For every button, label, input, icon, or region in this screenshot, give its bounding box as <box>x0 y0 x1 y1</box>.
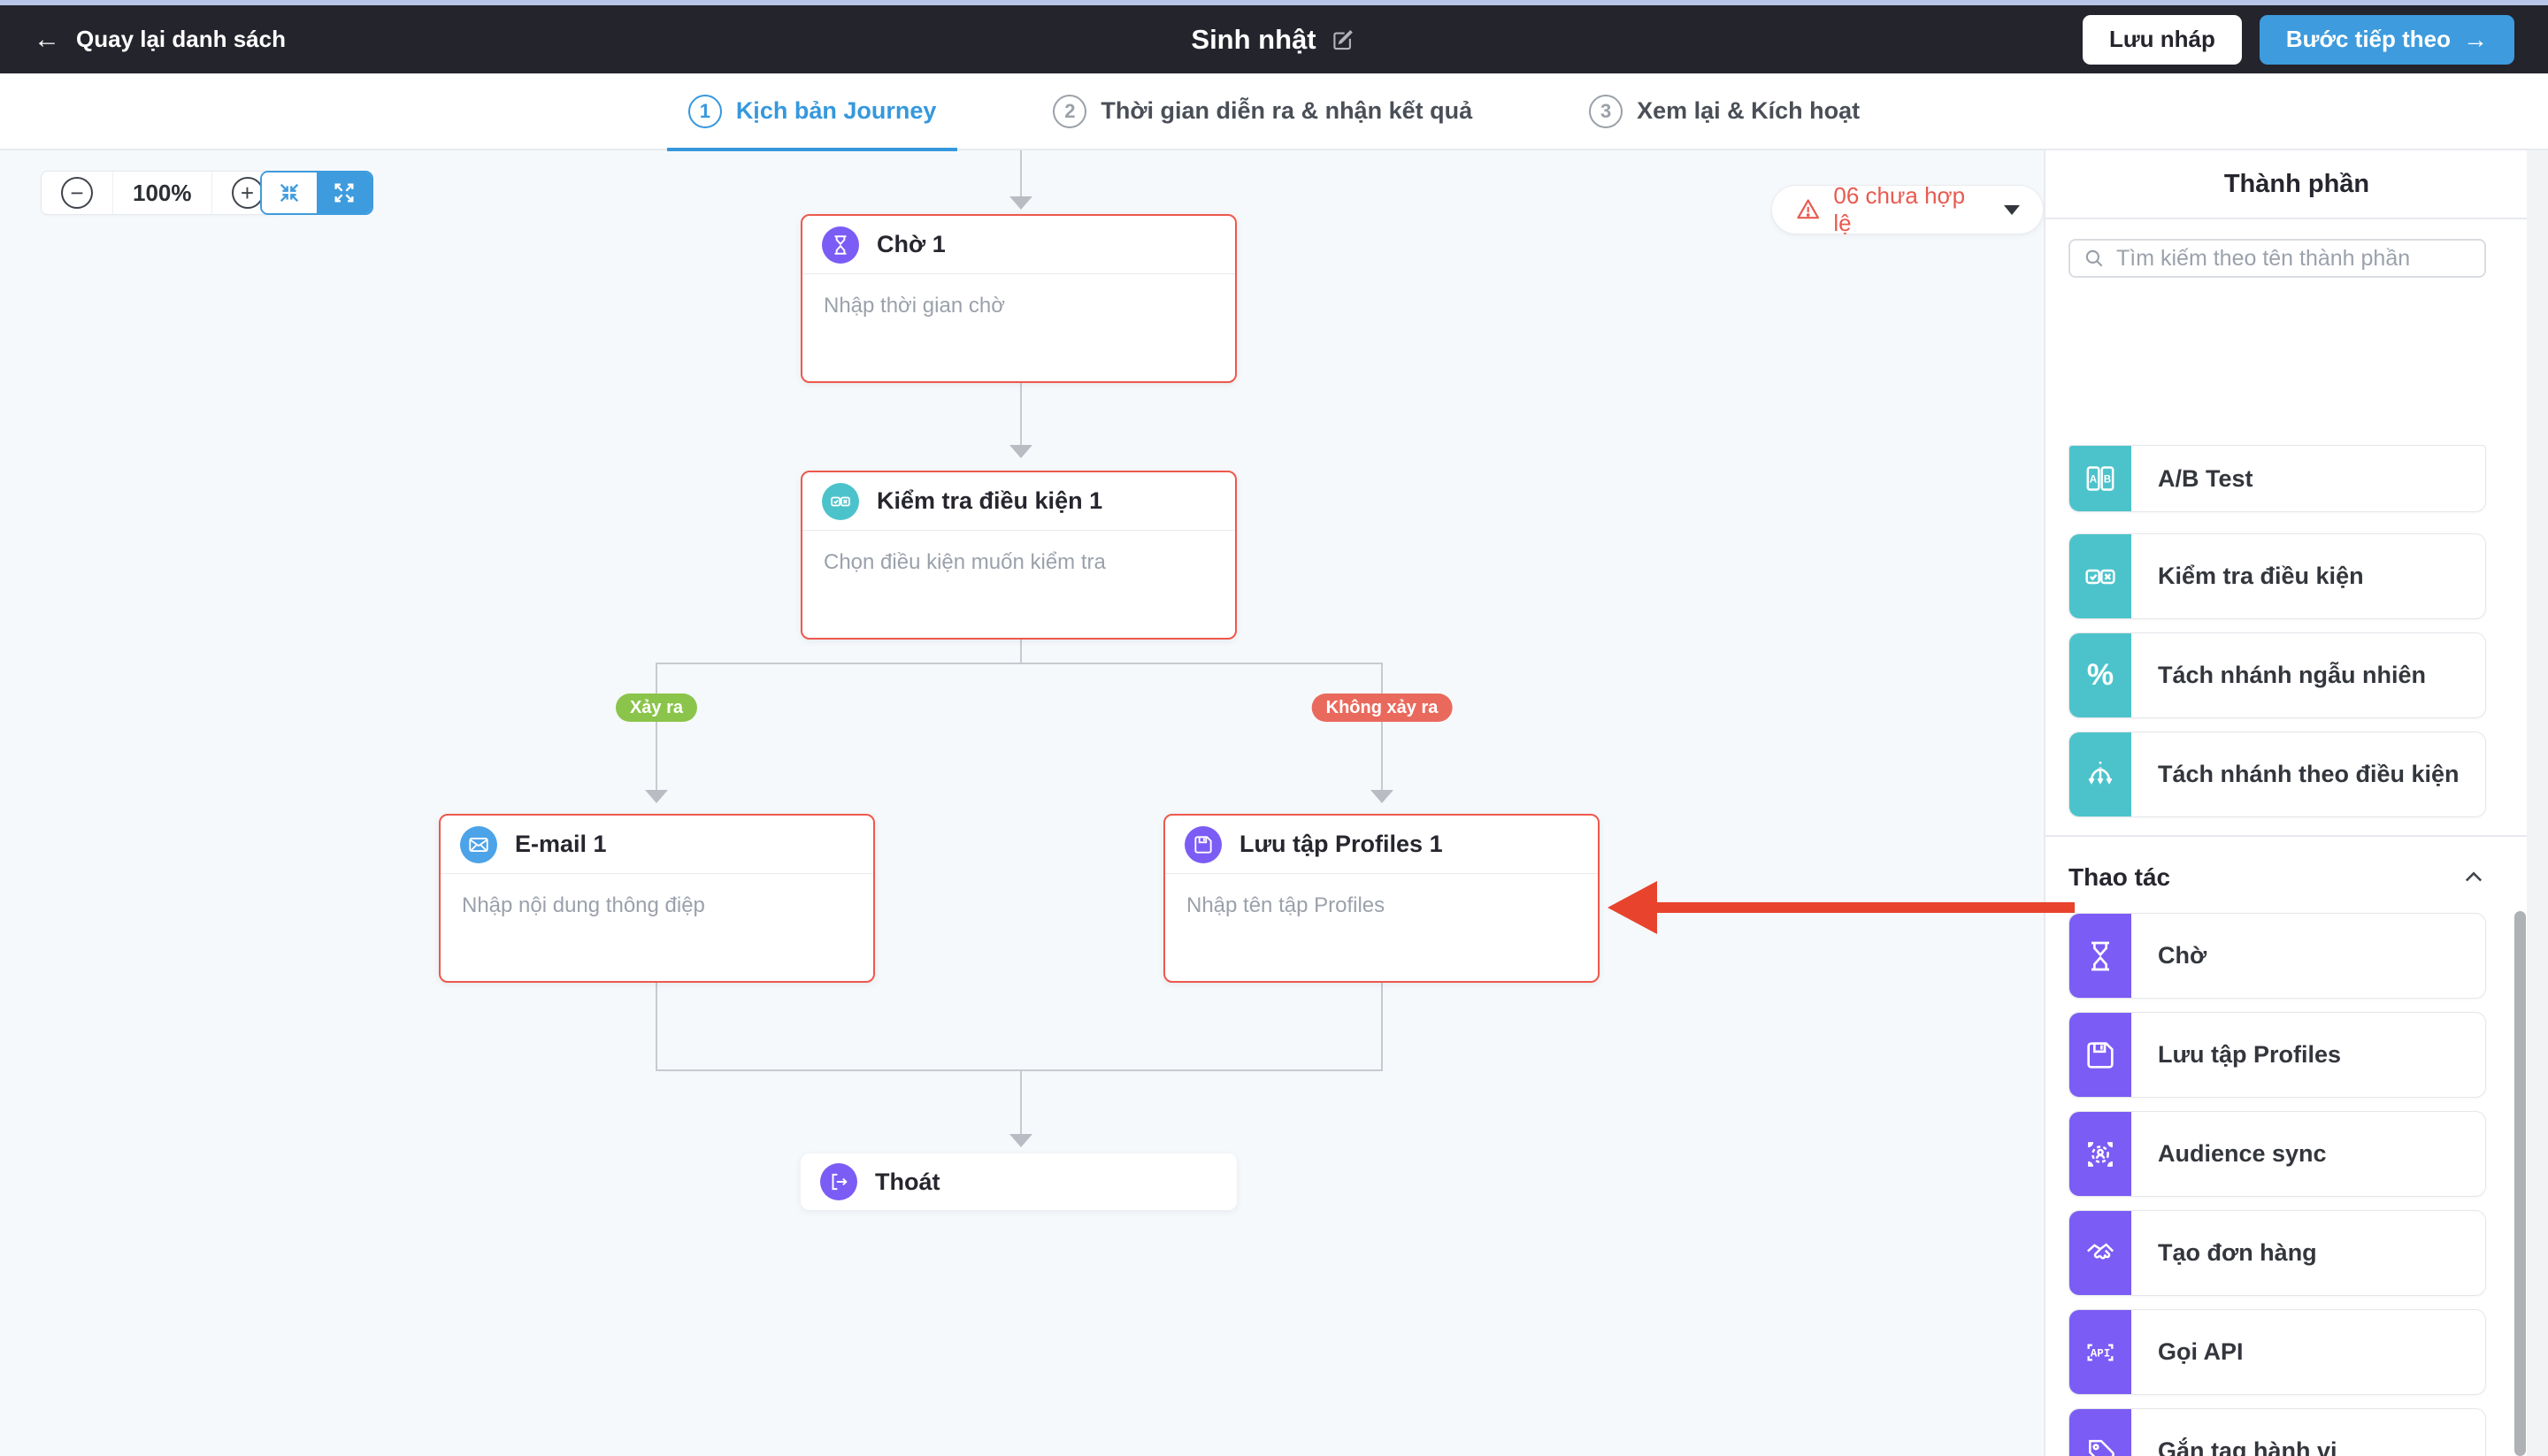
connector <box>1020 640 1022 663</box>
expand-icon <box>334 183 354 203</box>
connector <box>1020 383 1022 445</box>
condition-check-icon <box>2069 534 2131 618</box>
scrollbar-track <box>2527 150 2548 1456</box>
save-draft-button[interactable]: Lưu nháp <box>2082 14 2242 65</box>
component-item-ab-test[interactable]: A B A/B Test <box>2068 445 2486 512</box>
connector-arrow <box>645 790 668 803</box>
audience-sync-icon <box>2069 1112 2131 1196</box>
topbar: ← Quay lại danh sách Sinh nhật Lưu nháp … <box>0 5 2548 73</box>
email-icon <box>460 825 497 863</box>
fit-toggle <box>260 171 373 215</box>
journey-canvas[interactable]: − 100% + 06 chưa hợp lệ <box>0 150 2044 1456</box>
save-icon <box>1185 825 1222 863</box>
exit-icon <box>820 1163 857 1200</box>
connector <box>1020 1070 1022 1134</box>
action-item-save-profiles[interactable]: Lưu tập Profiles <box>2068 1012 2486 1098</box>
branch-split-icon <box>2069 732 2131 816</box>
annotation-arrow-head <box>1608 881 1657 934</box>
connector <box>1381 983 1383 1071</box>
next-step-button[interactable]: Bước tiếp theo → <box>2259 14 2514 65</box>
collapse-view-button[interactable] <box>262 172 317 213</box>
back-label: Quay lại danh sách <box>76 26 286 52</box>
connector-arrow <box>1009 1134 1032 1147</box>
action-item-audience-sync[interactable]: Audience sync <box>2068 1111 2486 1197</box>
zoom-out-button[interactable]: − <box>61 177 93 209</box>
validation-count: 06 chưa hợp lệ <box>1833 182 1966 236</box>
validation-dropdown[interactable]: 06 chưa hợp lệ <box>1771 182 2044 236</box>
zoom-in-button[interactable]: + <box>231 177 264 209</box>
node-email[interactable]: E-mail 1 Nhập nội dung thông điệp <box>439 814 875 983</box>
save-icon <box>2069 1013 2131 1097</box>
connector <box>656 663 657 790</box>
components-panel: Thành phần A B A/B Test <box>2044 150 2548 1456</box>
action-item-call-api[interactable]: API Gọi API <box>2068 1309 2486 1395</box>
search-input[interactable] <box>2116 245 2472 272</box>
step-tabbar: 1 Kịch bản Journey 2 Thời gian diễn ra &… <box>0 73 2548 151</box>
svg-text:A: A <box>2090 473 2098 485</box>
hourglass-icon <box>2069 914 2131 998</box>
node-placeholder: Nhập nội dung thông điệp <box>462 893 705 917</box>
component-item-condition-check[interactable]: Kiểm tra điều kiện <box>2068 533 2486 619</box>
expand-view-button[interactable] <box>317 172 372 213</box>
svg-text:API: API <box>2091 1347 2111 1360</box>
branch-label-yes: Xảy ra <box>615 694 698 722</box>
connector-arrow <box>1370 790 1393 803</box>
node-exit[interactable]: Thoát <box>801 1153 1237 1210</box>
node-condition-check[interactable]: Kiểm tra điều kiện 1 Chọn điều kiện muốn… <box>801 471 1237 640</box>
component-item-random-split[interactable]: % Tách nhánh ngẫu nhiên <box>2068 632 2486 718</box>
condition-check-icon <box>822 482 859 520</box>
back-to-list-button[interactable]: ← Quay lại danh sách <box>34 26 286 53</box>
components-panel-title: Thành phần <box>2045 150 2548 219</box>
ab-test-icon: A B <box>2069 446 2131 511</box>
action-item-create-order[interactable]: Tạo đơn hàng <box>2068 1210 2486 1296</box>
node-placeholder: Nhập thời gian chờ <box>824 294 1005 318</box>
svg-text:B: B <box>2104 473 2111 485</box>
zoom-level: 100% <box>133 179 192 206</box>
tab-review-activate[interactable]: 3 Xem lại & Kích hoạt <box>1584 73 1865 149</box>
handshake-icon <box>2069 1211 2131 1295</box>
actions-section-header[interactable]: Thao tác <box>2068 856 2486 899</box>
warning-icon <box>1797 199 1820 219</box>
branch-label-no: Không xảy ra <box>1311 694 1453 722</box>
step-number-badge: 1 <box>687 94 722 128</box>
topbar-actions: Lưu nháp Bước tiếp theo → <box>2082 14 2514 65</box>
node-wait[interactable]: Chờ 1 Nhập thời gian chờ <box>801 214 1237 383</box>
action-item-wait[interactable]: Chờ <box>2068 913 2486 999</box>
connector <box>656 663 1383 664</box>
tag-icon <box>2069 1409 2131 1456</box>
section-divider <box>2045 835 2548 837</box>
tab-schedule-results[interactable]: 2 Thời gian diễn ra & nhận kết quả <box>1048 73 1477 149</box>
connector <box>656 983 657 1071</box>
node-placeholder: Chọn điều kiện muốn kiểm tra <box>824 550 1106 574</box>
collapse-icon <box>280 183 299 203</box>
component-search-box <box>2068 239 2486 278</box>
connector-arrow <box>1009 445 1032 458</box>
search-icon <box>2085 249 2103 267</box>
zoom-controls: − 100% + <box>41 171 284 215</box>
page-title: Sinh nhật <box>1191 23 1316 55</box>
node-placeholder: Nhập tên tập Profiles <box>1186 893 1385 917</box>
api-icon: API <box>2069 1310 2131 1394</box>
arrow-right-icon: → <box>2463 25 2488 53</box>
component-item-condition-split[interactable]: Tách nhánh theo điều kiện <box>2068 732 2486 817</box>
scrollbar-thumb[interactable] <box>2514 911 2526 1456</box>
node-save-profiles[interactable]: Lưu tập Profiles 1 Nhập tên tập Profiles <box>1163 814 1600 983</box>
hourglass-icon <box>822 226 859 264</box>
tab-journey-script[interactable]: 1 Kịch bản Journey <box>666 73 957 151</box>
window-top-edge <box>0 0 2548 5</box>
caret-down-icon <box>2004 204 2020 215</box>
chevron-up-icon <box>2465 871 2483 882</box>
action-item-behavior-tag[interactable]: Gắn tag hành vi <box>2068 1408 2486 1456</box>
percent-icon: % <box>2069 633 2131 717</box>
connector-arrow <box>1009 196 1032 210</box>
annotation-arrow-shaft <box>1656 902 2075 913</box>
back-arrow-icon: ← <box>34 24 60 54</box>
step-number-badge: 2 <box>1053 94 1087 128</box>
journey-title-block: Sinh nhật <box>1191 24 1356 56</box>
connector <box>1381 663 1383 790</box>
connector <box>1020 150 1022 196</box>
connector <box>656 1069 1383 1071</box>
edit-title-icon[interactable] <box>1331 27 1357 53</box>
step-number-badge: 3 <box>1589 94 1623 128</box>
